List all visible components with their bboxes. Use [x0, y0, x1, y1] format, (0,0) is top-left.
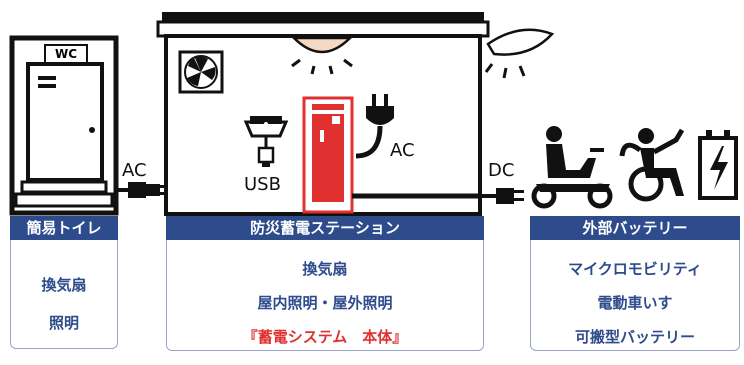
toilet-illustration	[9, 35, 119, 216]
dc-label: DC	[488, 160, 515, 181]
ceiling-light-icon	[290, 36, 354, 75]
ac-plug-icon	[355, 94, 394, 159]
station-caption: 防災蓄電ステーション	[166, 216, 484, 240]
station-item: 換気扇	[302, 260, 348, 278]
outdoor-light-icon	[484, 28, 555, 79]
toilet-item: 照明	[48, 314, 79, 332]
wc-sign: WC	[44, 44, 88, 64]
usb-charger-icon	[243, 116, 289, 167]
toilet-item: 換気扇	[41, 276, 87, 294]
toilet-caption: 簡易トイレ	[10, 216, 118, 240]
station-roof	[162, 12, 484, 22]
wheelchair-icon	[619, 128, 685, 202]
station-item: 『蓄電システム 本体』	[242, 328, 408, 346]
storage-battery-icon	[302, 96, 354, 214]
portable-battery-icon	[698, 130, 738, 200]
external-items-box: マイクロモビリティ 電動車いす 可搬型バッテリー	[530, 240, 740, 351]
external-item: マイクロモビリティ	[568, 260, 702, 278]
ac-label-left: AC	[122, 160, 147, 181]
external-caption: 外部バッテリー	[530, 216, 740, 240]
micro-mobility-icon	[531, 126, 613, 209]
station-item: 屋内照明・屋外照明	[257, 294, 393, 312]
toilet-items-box: 換気扇 照明	[10, 240, 118, 349]
station-items-box: 換気扇 屋内照明・屋外照明 『蓄電システム 本体』	[166, 240, 484, 351]
ac-plug-left-icon	[116, 182, 168, 198]
external-item: 電動車いす	[597, 294, 673, 312]
usb-label: USB	[244, 174, 281, 195]
ventilation-fan-icon	[178, 50, 224, 94]
ac-label-right: AC	[390, 140, 415, 161]
external-item: 可搬型バッテリー	[574, 328, 695, 346]
dc-plug-icon	[480, 188, 524, 204]
